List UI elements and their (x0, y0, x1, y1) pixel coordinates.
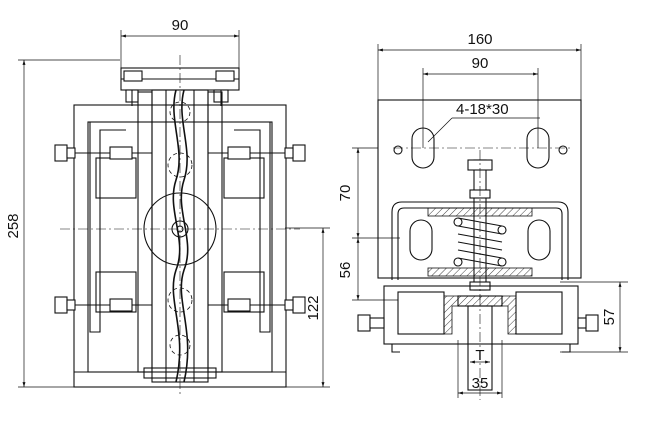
slot-spec-callout: 4-18*30 (427, 101, 540, 143)
front-view: 90 258 122 (5, 17, 330, 395)
mounting-plate (377, 99, 582, 279)
slot-spec-label: 4-18*30 (456, 101, 509, 118)
side-view: 160 90 4-18*30 70 (337, 31, 628, 400)
dim-label-70: 70 (337, 185, 354, 202)
dim-label-160: 160 (467, 31, 492, 48)
dim-rail-35: 35 (457, 340, 503, 398)
dim-side-56: 56 (337, 238, 400, 301)
dim-label-35: 35 (472, 375, 489, 392)
lower-adjust-bolts (54, 296, 306, 314)
dim-front-height: 258 (5, 59, 120, 388)
dim-label-56: 56 (337, 262, 354, 279)
dim-side-57: 57 (560, 281, 628, 353)
spring-assembly (391, 150, 569, 300)
dim-label-90-front: 90 (172, 17, 189, 34)
dim-front-width: 90 (120, 17, 240, 68)
dim-front-lower: 122 (285, 227, 330, 388)
rail-section (457, 295, 503, 400)
dim-label-122: 122 (305, 295, 322, 320)
mounting-slots (393, 127, 570, 169)
dim-rail-t: T (470, 347, 490, 364)
dim-label-90-side: 90 (472, 55, 489, 72)
dim-label-t: T (475, 347, 484, 364)
dim-label-258: 258 (5, 213, 22, 238)
center-wheel (143, 101, 217, 356)
upper-adjust-bolts (54, 144, 306, 162)
dim-side-70: 70 (337, 147, 400, 239)
dim-slot-spacing: 90 (422, 55, 539, 148)
dim-label-57: 57 (601, 309, 618, 326)
side-brackets (89, 122, 271, 333)
dim-side-width: 160 (377, 31, 582, 100)
